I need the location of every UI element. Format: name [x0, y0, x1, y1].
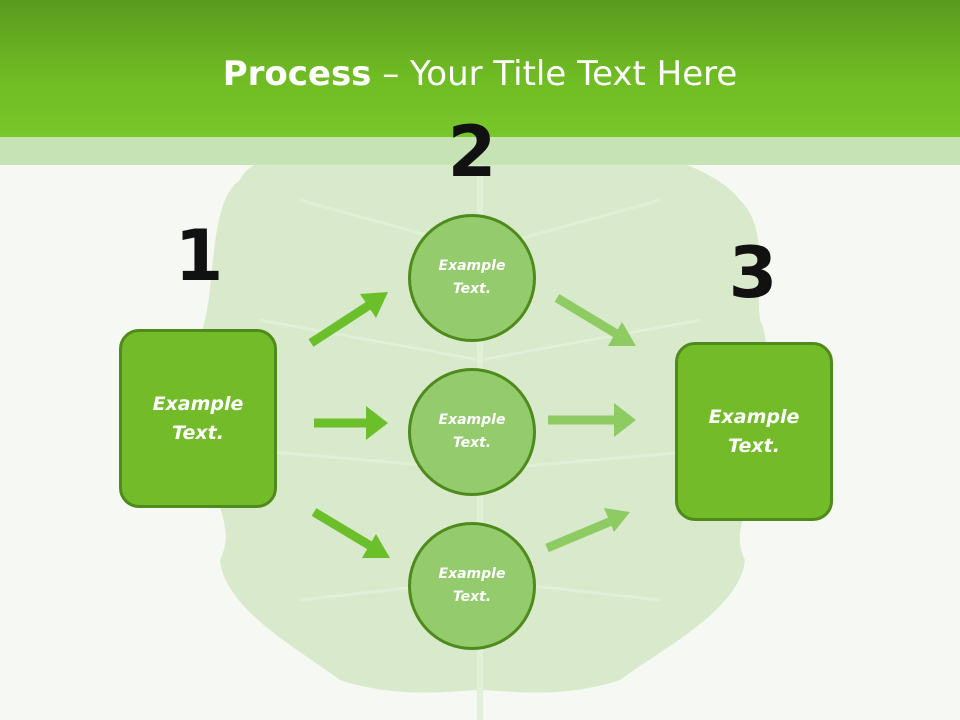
header-bar: [0, 0, 960, 137]
arrow-box1-to-circle-mid: [314, 406, 388, 440]
step-number-1: 1: [174, 215, 224, 297]
step-2-circle-bottom[interactable]: Example Text.: [408, 522, 536, 650]
slide-title-rest: – Your Title Text Here: [371, 54, 738, 94]
step-1-text: Example Text.: [152, 392, 244, 444]
arrow-circle-bottom-to-box3: [545, 508, 630, 553]
step-3-text: Example Text.: [708, 405, 800, 457]
slide-title: Process – Your Title Text Here: [0, 52, 960, 96]
step-2-circle-top-text: Example Text.: [438, 258, 506, 297]
header-stripe: [0, 137, 960, 165]
step-number-2: 2: [447, 111, 497, 193]
step-2-circle-middle-text: Example Text.: [438, 412, 506, 451]
step-3-box[interactable]: Example Text.: [675, 342, 833, 521]
arrow-box1-to-circle-bottom: [311, 508, 390, 558]
arrow-circle-mid-to-box3: [548, 403, 636, 437]
step-1-box[interactable]: Example Text.: [119, 329, 277, 508]
slide-title-bold: Process: [222, 54, 372, 94]
step-2-circle-bottom-text: Example Text.: [438, 566, 506, 605]
step-2-circle-top[interactable]: Example Text.: [408, 214, 536, 342]
arrow-box1-to-circle-top: [308, 292, 388, 347]
arrow-circle-top-to-box3: [554, 294, 636, 346]
step-2-circle-middle[interactable]: Example Text.: [408, 368, 536, 496]
step-number-3: 3: [728, 232, 778, 314]
